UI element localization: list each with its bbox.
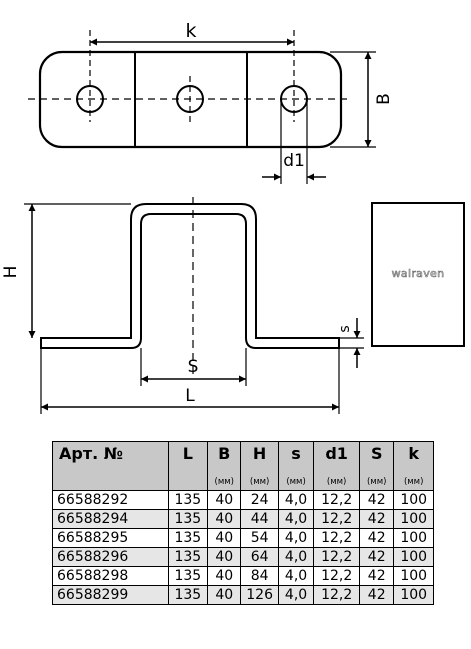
cell-S: 42 [359, 566, 395, 586]
label-k: k [185, 20, 196, 42]
cell-B: 40 [207, 566, 242, 586]
cell-d1: 12,2 [313, 528, 361, 548]
cell-d1: 12,2 [313, 509, 361, 529]
cell-H: 64 [240, 547, 279, 567]
table-row: 66588295 135 40 54 4,0 12,2 42 100 [52, 528, 434, 548]
cell-s: 4,0 [277, 547, 315, 567]
cell-s: 4,0 [277, 528, 315, 548]
cell-s: 4,0 [277, 585, 315, 605]
label-S: S [188, 357, 199, 377]
unit-label: (мм) [214, 477, 234, 487]
cell-H: 126 [240, 585, 279, 605]
table-row: 66588298 135 40 84 4,0 12,2 42 100 [52, 566, 434, 586]
cell-art-no: 66588294 [52, 509, 169, 529]
cell-B: 40 [207, 509, 242, 529]
cell-s: 4,0 [277, 509, 315, 529]
cell-H: 44 [240, 509, 279, 529]
cell-art-no: 66588296 [52, 547, 169, 567]
header-B: B(мм) [207, 441, 242, 491]
end-view [371, 202, 465, 347]
cell-S: 42 [359, 585, 395, 605]
cell-d1: 12,2 [313, 566, 361, 586]
unit-label: (мм) [403, 477, 424, 487]
cell-art-no: 66588299 [52, 585, 169, 605]
cell-B: 40 [207, 490, 242, 510]
cell-art-no: 66588292 [52, 490, 169, 510]
header-L: L [167, 441, 209, 491]
technical-drawing: k B d1 H S L s walraven [1, 20, 465, 414]
cell-B: 40 [207, 528, 242, 548]
table-row: 66588294 135 40 44 4,0 12,2 42 100 [52, 509, 434, 529]
cell-B: 40 [207, 585, 242, 605]
table-row: 66588296 135 40 64 4,0 12,2 42 100 [52, 547, 434, 567]
cell-s: 4,0 [277, 566, 315, 586]
unit-label: (мм) [249, 477, 270, 487]
cell-d1: 12,2 [313, 547, 361, 567]
table-row: 66588292 135 40 24 4,0 12,2 42 100 [52, 490, 434, 510]
header-s: s(мм) [277, 441, 315, 491]
table-row: 66588299 135 40 126 4,0 12,2 42 100 [52, 585, 434, 605]
spec-table: Арт. № L B(мм) H(мм) s(мм) d1(мм) S(мм) … [52, 441, 434, 605]
label-d1: d1 [283, 151, 305, 171]
walraven-logo: walraven [392, 267, 445, 280]
cell-k: 100 [393, 528, 434, 548]
cell-S: 42 [359, 528, 395, 548]
cell-B: 40 [207, 547, 242, 567]
cell-s: 4,0 [277, 490, 315, 510]
cell-L: 135 [167, 585, 209, 605]
table-header-row: Арт. № L B(мм) H(мм) s(мм) d1(мм) S(мм) … [52, 441, 434, 491]
unit-label: (мм) [326, 477, 347, 487]
cell-d1: 12,2 [313, 585, 361, 605]
cell-H: 24 [240, 490, 279, 510]
cell-S: 42 [359, 490, 395, 510]
u-profile-outer [40, 203, 340, 349]
header-art-no: Арт. № [52, 441, 169, 491]
header-S: S(мм) [359, 441, 395, 491]
header-d1: d1(мм) [313, 441, 361, 491]
label-s: s [337, 325, 353, 332]
cell-H: 54 [240, 528, 279, 548]
cell-L: 135 [167, 528, 209, 548]
cell-L: 135 [167, 509, 209, 529]
label-B: B [374, 93, 394, 105]
cell-S: 42 [359, 509, 395, 529]
label-L: L [185, 386, 195, 406]
cell-art-no: 66588295 [52, 528, 169, 548]
cell-S: 42 [359, 547, 395, 567]
cell-k: 100 [393, 585, 434, 605]
header-H: H(мм) [240, 441, 279, 491]
unit-label: (мм) [286, 477, 306, 487]
cell-k: 100 [393, 490, 434, 510]
cell-H: 84 [240, 566, 279, 586]
cell-art-no: 66588298 [52, 566, 169, 586]
cell-k: 100 [393, 547, 434, 567]
top-view [28, 30, 376, 184]
cell-k: 100 [393, 566, 434, 586]
label-H: H [1, 266, 21, 279]
cell-d1: 12,2 [313, 490, 361, 510]
cell-k: 100 [393, 509, 434, 529]
cell-L: 135 [167, 490, 209, 510]
cell-L: 135 [167, 566, 209, 586]
header-k: k(мм) [393, 441, 434, 491]
cell-L: 135 [167, 547, 209, 567]
side-view [24, 197, 364, 414]
unit-label: (мм) [366, 477, 387, 487]
